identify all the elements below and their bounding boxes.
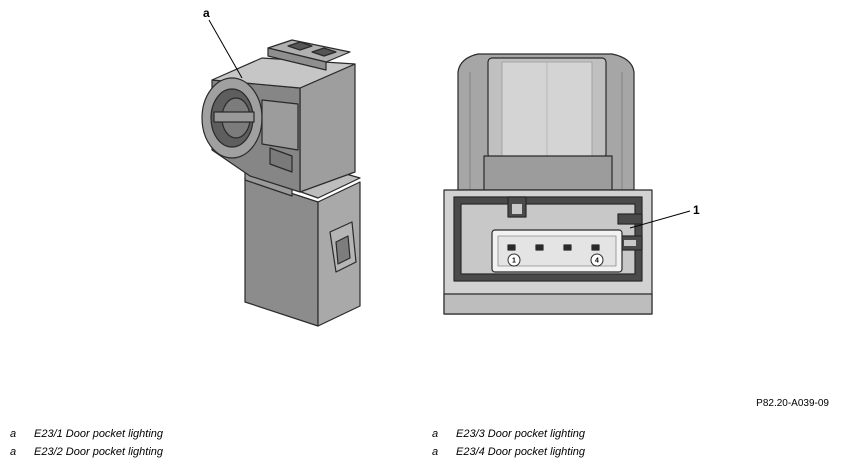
legend-key: a <box>10 446 17 458</box>
legend-key: a <box>432 428 439 440</box>
legend-text: E23/1 Door pocket lighting <box>34 428 164 440</box>
pin-marker-4: 4 <box>590 253 604 267</box>
figure-id: P82.20-A039-09 <box>756 398 829 409</box>
leader-line-a <box>208 19 243 79</box>
callout-label-a: a <box>203 6 210 20</box>
pin-label-4: 4 <box>595 258 599 265</box>
legend-key: a <box>432 446 439 458</box>
lamp-housing-isometric <box>201 39 361 327</box>
legend-text: E23/3 Door pocket lighting <box>456 428 586 440</box>
leader-line-1 <box>629 210 691 229</box>
legend-text: E23/4 Door pocket lighting <box>456 446 586 458</box>
pin-label-1: 1 <box>512 258 516 265</box>
legend-text: E23/2 Door pocket lighting <box>34 446 164 458</box>
connector-front-view <box>443 53 653 315</box>
pin-marker-1: 1 <box>507 253 521 267</box>
callout-label-1: 1 <box>693 203 700 217</box>
legend-key: a <box>10 428 17 440</box>
